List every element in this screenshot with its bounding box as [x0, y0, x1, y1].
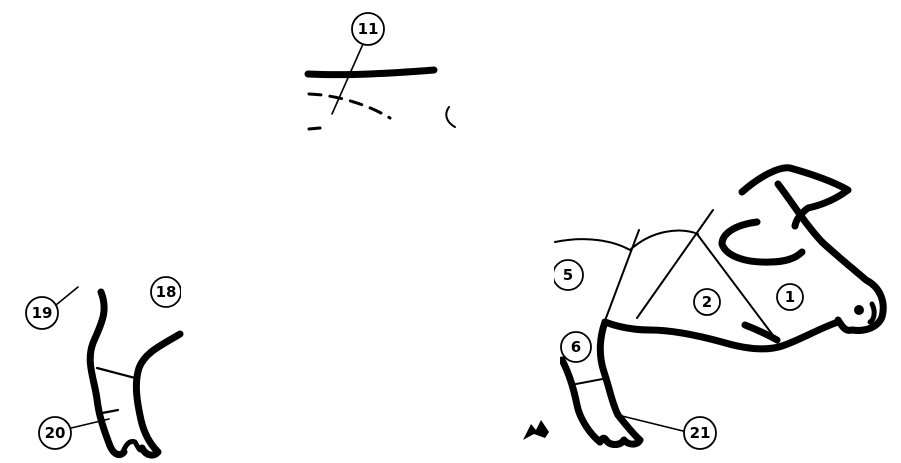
- back-curve-fragment: [446, 107, 455, 127]
- callout-label-11: 11: [358, 20, 379, 38]
- callout-5: 5: [553, 260, 583, 290]
- back-dash-fragment: [309, 128, 320, 129]
- callout-label-1: 1: [785, 288, 795, 306]
- callout-18: 18: [151, 277, 181, 307]
- front-leg-back-outline: [562, 360, 600, 442]
- callout-2: 2: [694, 289, 720, 315]
- callout-label-6: 6: [571, 338, 581, 356]
- snout-nostril: [854, 305, 864, 315]
- leader-line-19: [56, 287, 78, 305]
- callout-21: 21: [684, 417, 716, 449]
- cheek-curve: [745, 325, 777, 340]
- mask-6: [546, 330, 560, 364]
- callout-label-20: 20: [45, 424, 66, 442]
- mask-18: [181, 276, 193, 308]
- ear-outline: [742, 168, 848, 226]
- mask-5: [540, 258, 554, 292]
- callout-6: 6: [561, 332, 591, 362]
- snout-mouth: [870, 304, 874, 322]
- front-leg-front-outline: [600, 322, 640, 445]
- hind-leg: [56, 287, 180, 455]
- callout-11: 11: [352, 13, 384, 45]
- callout-label-21: 21: [690, 424, 711, 442]
- shoulder-top-outline: [555, 231, 698, 250]
- back-dashed-cut-line: [309, 94, 390, 118]
- back-fragment: [308, 44, 455, 129]
- hind-leg-front-outline: [136, 334, 180, 455]
- hind-hoof-split: [123, 441, 142, 452]
- callout-20: 20: [39, 417, 71, 449]
- callout-label-5: 5: [563, 266, 573, 284]
- callout-label-18: 18: [156, 283, 177, 301]
- head-back-curve: [778, 184, 822, 242]
- hind-hock-cut-line: [97, 368, 139, 379]
- back-outline: [308, 70, 434, 75]
- callout-label-19: 19: [32, 304, 53, 322]
- callout-19: 19: [26, 297, 58, 329]
- head-cut-line: [697, 234, 778, 342]
- belly-fragment: [523, 420, 549, 440]
- callout-1: 1: [777, 284, 803, 310]
- eye-fold-curve: [722, 222, 802, 262]
- jaw-outline: [605, 322, 838, 349]
- callout-label-2: 2: [702, 293, 712, 311]
